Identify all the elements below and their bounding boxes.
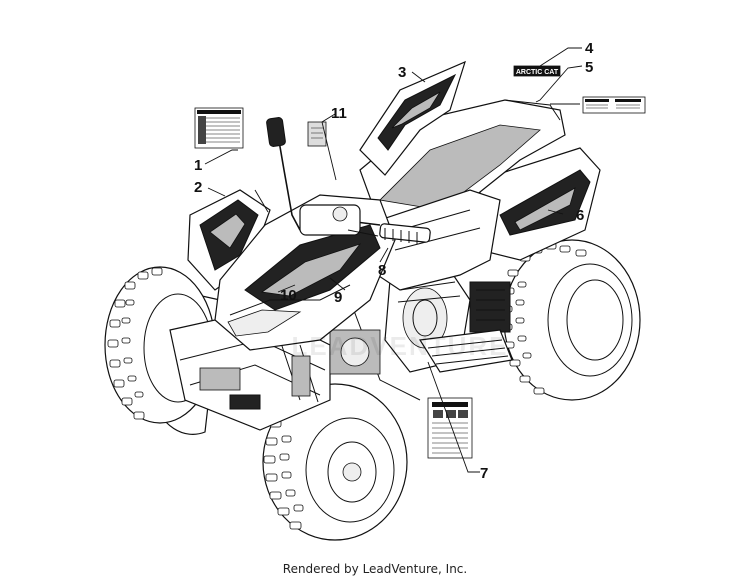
callout-5: 5	[585, 59, 593, 76]
watermark: LEADVENTURE	[291, 331, 508, 361]
callout-4: 4	[585, 40, 594, 57]
decal-5-warning-label	[582, 96, 646, 114]
callout-2: 2	[194, 179, 202, 196]
callout-11: 11	[331, 105, 347, 122]
callout-1: 1	[194, 157, 202, 174]
callout-3: 3	[398, 64, 406, 81]
decal-1-warning-label	[194, 107, 244, 149]
leader-lines	[204, 47, 583, 473]
handlebar	[266, 117, 431, 244]
callout-6: 6	[576, 207, 584, 224]
footer-credit: Rendered by LeadVenture, Inc.	[282, 562, 468, 576]
callout-10: 10	[280, 287, 297, 304]
rear-right-wheel	[501, 239, 641, 401]
decal-11-label	[307, 121, 327, 147]
callout-7: 7	[480, 465, 488, 482]
footrest	[418, 329, 513, 373]
callout-8: 8	[378, 262, 386, 279]
decal-4-brand-label: ARCTIC CAT	[513, 65, 561, 77]
decal-4-text: ARCTIC CAT	[516, 69, 559, 76]
front-suspension	[169, 299, 421, 431]
decal-7-warning-label	[427, 397, 473, 459]
callout-9: 9	[334, 289, 342, 306]
rear-right-fender	[479, 147, 601, 261]
rear-left-fender	[359, 60, 466, 176]
